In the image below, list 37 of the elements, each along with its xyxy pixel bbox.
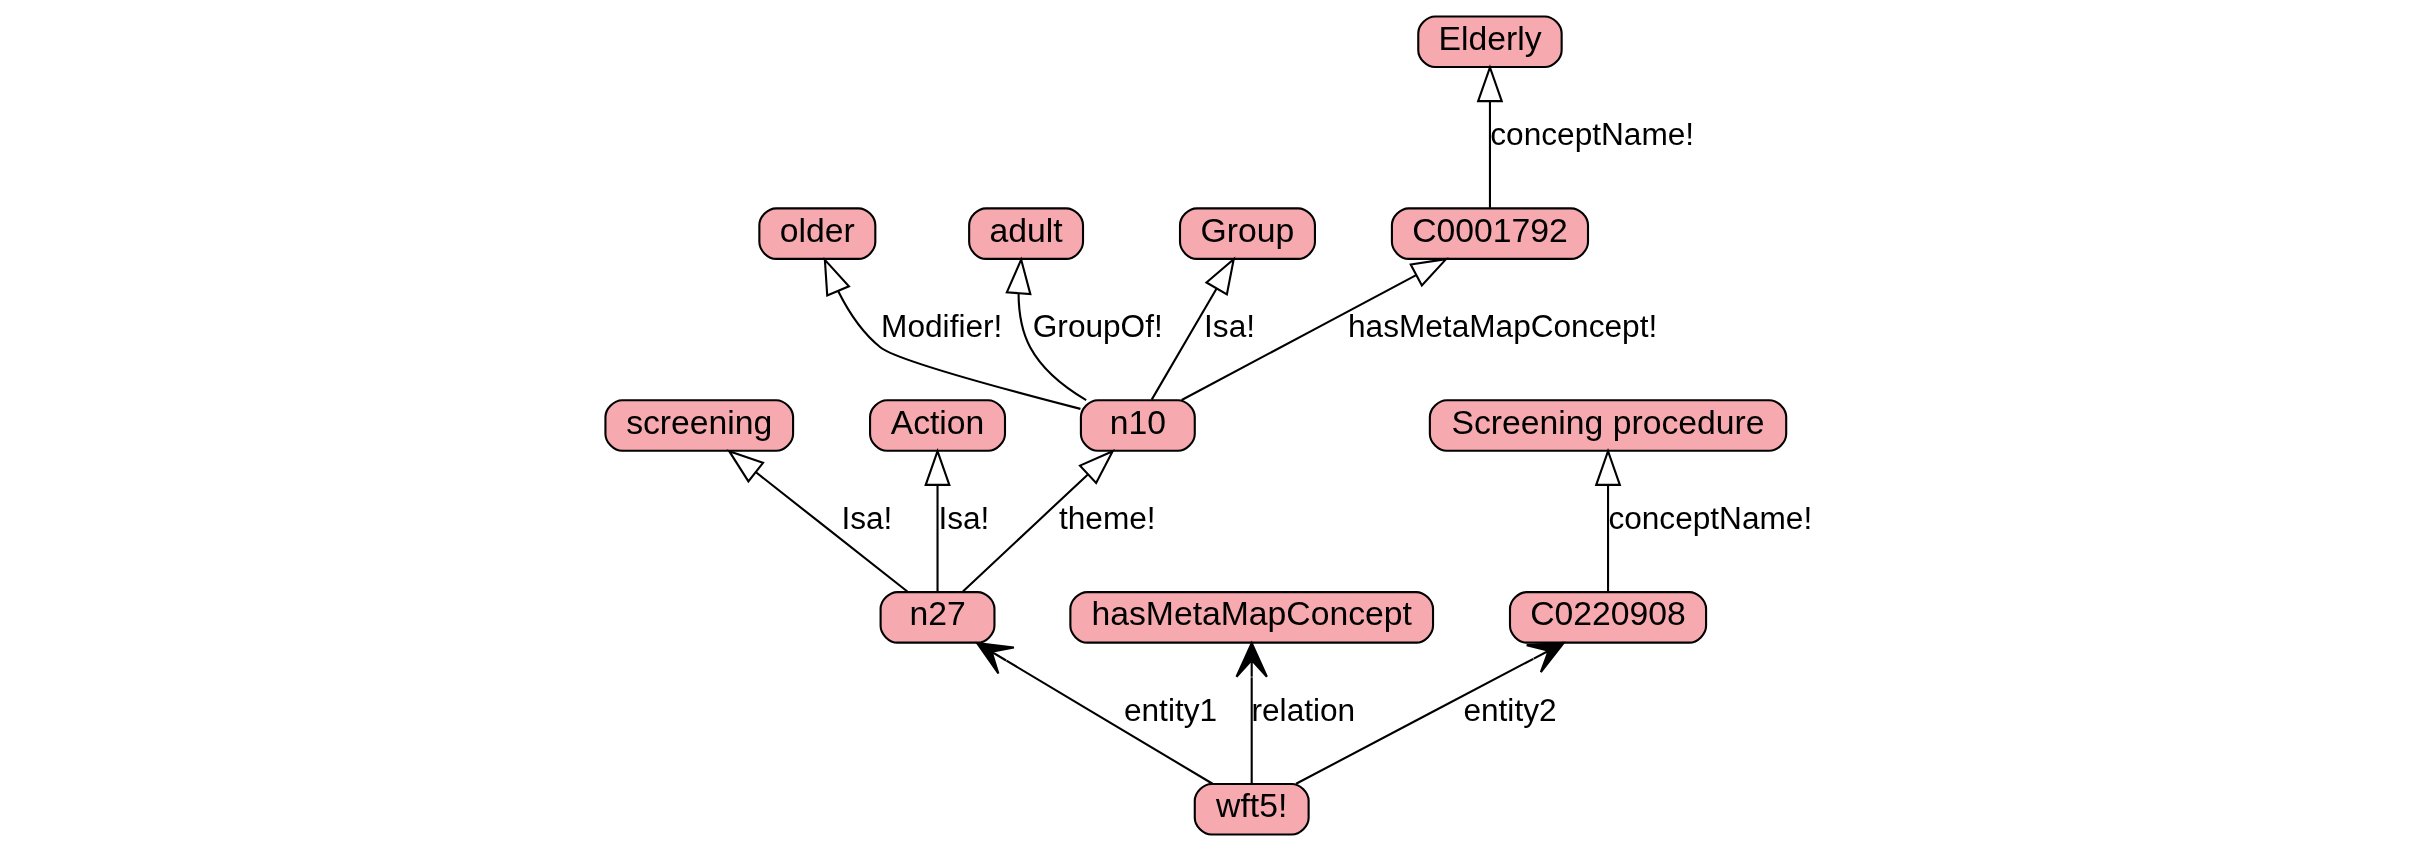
node-box: C0001792 xyxy=(1390,207,1590,260)
arrow xyxy=(924,448,951,592)
arrow xyxy=(1295,641,1565,785)
edge-label: hasMetaMapConcept! xyxy=(1347,307,1658,344)
arrow xyxy=(1476,64,1504,208)
node-box: hasMetaMapConcept xyxy=(1069,591,1435,644)
edge-label: entity2 xyxy=(1463,691,1557,728)
node-box: C0220908 xyxy=(1508,591,1708,644)
arrow xyxy=(1150,256,1236,401)
node-box: Screening procedure xyxy=(1428,399,1788,452)
edge-label: conceptName! xyxy=(1490,116,1695,153)
edge-label: conceptName! xyxy=(1608,499,1813,536)
edge-label: Isa! xyxy=(841,499,893,536)
node-box: Action xyxy=(869,399,1007,452)
node-box: adult xyxy=(968,207,1085,260)
arrow xyxy=(1594,448,1622,592)
edge-label: GroupOf! xyxy=(1032,307,1163,344)
arrow xyxy=(1235,642,1268,784)
arrow xyxy=(1181,257,1449,401)
node-box: older xyxy=(758,207,877,260)
edge-label: Isa! xyxy=(938,499,990,536)
node-box: Group xyxy=(1178,207,1316,260)
edge-label: entity1 xyxy=(1123,691,1218,728)
node-box: n10 xyxy=(1079,399,1196,452)
node-box: n27 xyxy=(879,591,996,644)
arrow xyxy=(823,256,1081,410)
edge-label: Modifier! xyxy=(881,307,1003,344)
arrow xyxy=(726,449,908,593)
edge-label: theme! xyxy=(1058,499,1156,536)
arrow xyxy=(1005,256,1087,401)
node-box: wft5! xyxy=(1193,782,1310,836)
arrow xyxy=(962,449,1115,593)
edge-label: Isa! xyxy=(1204,307,1256,344)
node-box: screening xyxy=(604,399,795,452)
arrow xyxy=(976,642,1214,785)
edge-label: relation xyxy=(1251,691,1356,728)
node-box: Elderly xyxy=(1417,15,1563,69)
